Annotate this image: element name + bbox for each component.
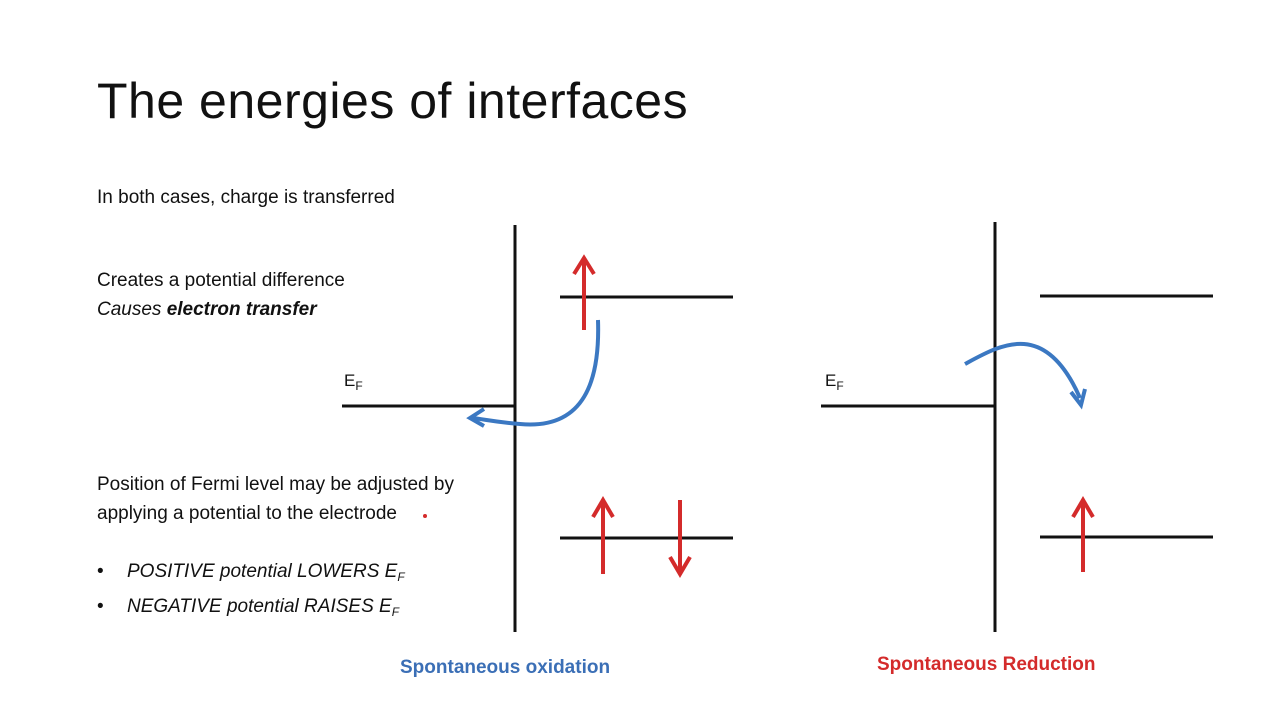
bullet-list: •POSITIVE potential LOWERS EF •NEGATIVE …	[97, 557, 405, 627]
oxidation-caption: Spontaneous oxidation	[400, 657, 611, 678]
left-fermi-label-sub: F	[355, 379, 363, 393]
fermi-paragraph: Position of Fermi level may be adjusted …	[97, 474, 454, 524]
right-up-arrow-bottom	[1071, 496, 1095, 572]
transfer-text: Causes electron transfer	[97, 295, 317, 324]
bullet-positive-sub: F	[397, 570, 405, 584]
transfer-bold: electron transfer	[166, 299, 317, 320]
oxidation-diagram	[342, 225, 733, 632]
left-up-arrow-top	[572, 254, 596, 330]
left-electron-transfer-arrow	[471, 319, 601, 427]
left-transfer-arrowhead	[466, 407, 486, 428]
bullet-dot: •	[97, 596, 104, 617]
slide-title: The energies of interfaces	[97, 73, 689, 129]
right-transfer-arrowhead	[1069, 388, 1087, 410]
bullet-negative-sub: F	[391, 605, 400, 619]
reduction-diagram	[821, 222, 1213, 632]
right-fermi-label: EF	[825, 371, 844, 393]
reduction-caption: Spontaneous Reduction	[877, 654, 1096, 675]
bullet-positive-text: POSITIVE potential LOWERS E	[127, 561, 398, 582]
intro-text: In both cases, charge is transferred	[97, 187, 395, 208]
left-fermi-label: EF	[344, 371, 363, 393]
bullet-negative-text: NEGATIVE potential RAISES E	[127, 596, 392, 617]
bullet-negative: • NEGATIVE potential RAISES EF	[97, 592, 405, 627]
right-fermi-label-sub: F	[836, 379, 844, 393]
transfer-prefix: Causes	[97, 299, 167, 320]
bullet-positive: • POSITIVE potential LOWERS EF	[97, 557, 405, 592]
bullet-dot: •	[97, 561, 104, 582]
right-fermi-label-e: E	[825, 371, 837, 390]
left-fermi-label-e: E	[344, 371, 356, 390]
left-down-arrow-bottom	[668, 500, 692, 578]
potential-text: Creates a potential difference	[97, 270, 345, 291]
red-dot-mark	[423, 514, 427, 518]
right-electron-transfer-arrow	[964, 341, 1082, 399]
left-up-arrow-bottom	[591, 496, 615, 574]
